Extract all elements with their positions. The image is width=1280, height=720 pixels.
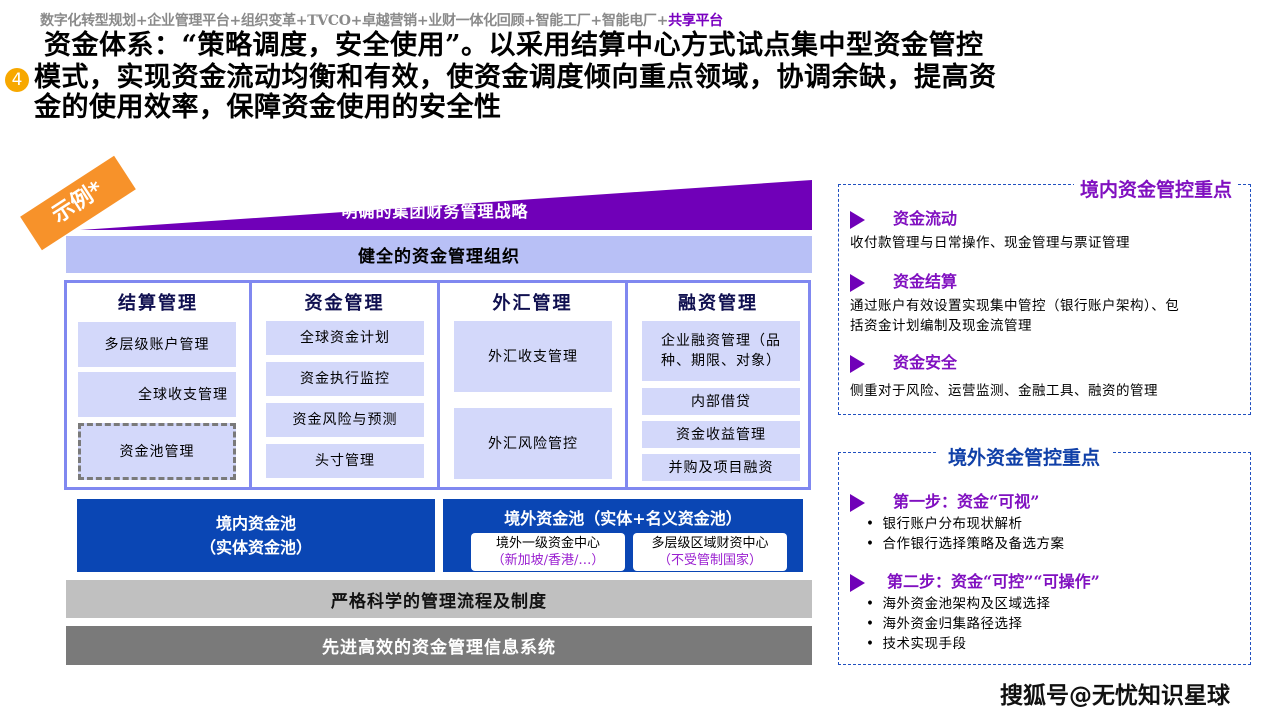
grid-item: 内部借贷: [642, 388, 800, 415]
title-line-1: 资金体系：“策略调度，安全使用”。以采用结算中心方式试点集中型资金管控: [44, 30, 984, 61]
grid-item: 企业融资管理（品种、期限、对象）: [642, 321, 800, 381]
center-name: 境外一级资金中心: [495, 536, 600, 551]
org-bar: 健全的资金管理组织: [66, 236, 812, 273]
step-heading: 第一步：资金“可视”: [850, 488, 1100, 512]
process-bar: 严格科学的管理流程及制度: [66, 580, 812, 618]
triangle-bullet-icon: [850, 210, 865, 229]
bullet-item: 银行账户分布现状解析: [866, 514, 1100, 534]
system-bar: 先进高效的资金管理信息系统: [66, 626, 812, 665]
triangle-bullet-icon: [850, 493, 865, 512]
grid-item: 全球收支管理: [78, 372, 236, 417]
column-title: 融资管理: [678, 293, 758, 314]
title-line-2: 模式，实现资金流动均衡和有效，使资金调度倾向重点领域，协调余缺，提高资: [34, 62, 997, 93]
grid-item-dashed: 资金池管理: [78, 423, 236, 480]
section-heading: 资金结算: [850, 268, 1179, 292]
overseas-center-2: 多层级区域财资中心 （不受管制国家）: [633, 533, 787, 571]
grid-item: 外汇风险管控: [454, 408, 612, 479]
column-settlement: 结算管理 多层级账户管理 全球收支管理 资金池管理: [67, 283, 252, 487]
bullet-item: 海外资金池架构及区域选择: [866, 594, 1100, 614]
breadcrumb: 数字化转型规划+企业管理平台+组织变革+TVCO+卓越营销+业财一体化回顾+智能…: [40, 10, 723, 30]
roof-label: 明确的集团财务管理战略: [341, 202, 529, 221]
grid-item: 多层级账户管理: [78, 322, 236, 367]
management-grid: 结算管理 多层级账户管理 全球收支管理 资金池管理 资金管理 全球资金计划 资金…: [64, 280, 811, 490]
bullet-item: 海外资金归集路径选择: [866, 614, 1100, 634]
column-title: 资金管理: [304, 293, 385, 314]
domestic-panel-title: 境内资金管控重点: [1074, 175, 1239, 202]
overseas-panel-title: 境外资金管控重点: [936, 443, 1113, 470]
center-name: 多层级区域财资中心: [651, 536, 769, 551]
step-heading: 第二步：资金“可控”“可操作”: [850, 568, 1100, 592]
overseas-steps: 第一步：资金“可视” 银行账户分布现状解析 合作银行选择策略及备选方案 第二步：…: [850, 488, 1100, 654]
section-heading: 资金流动: [850, 205, 1179, 229]
domestic-sections: 资金流动 收付款管理与日常操作、现金管理与票证管理 资金结算 通过账户有效设置实…: [850, 205, 1179, 399]
domestic-pool-subtitle: （实体资金池）: [199, 537, 312, 557]
grid-item: 外汇收支管理: [454, 321, 612, 392]
overseas-center-1: 境外一级资金中心 （新加坡/香港/…）: [471, 533, 625, 571]
overseas-pool-title: 境外资金池（实体+名义资金池）: [504, 509, 742, 528]
domestic-panel: [838, 184, 1251, 415]
title-line-3: 金的使用效率，保障资金使用的安全性: [34, 92, 502, 123]
grid-item: 头寸管理: [266, 444, 424, 478]
column-fx: 外汇管理 外汇收支管理 外汇风险管控: [440, 283, 628, 487]
triangle-bullet-icon: [850, 573, 865, 592]
triangle-bullet-icon: [850, 354, 865, 373]
section-text: 括资金计划编制及现金流管理: [850, 318, 1032, 334]
center-note: （不受管制国家）: [657, 553, 762, 568]
section-text: 通过账户有效设置实现集中管控（银行账户架构）、包: [850, 298, 1180, 314]
grid-item: 资金收益管理: [642, 421, 800, 448]
grid-item: 并购及项目融资: [642, 454, 800, 481]
bullet-item: 技术实现手段: [866, 634, 1100, 654]
bullet-item: 合作银行选择策略及备选方案: [866, 534, 1100, 554]
watermark: 搜狐号@无忧知识星球: [1000, 683, 1230, 709]
roof-triangle: [80, 180, 812, 230]
section-text: 收付款管理与日常操作、现金管理与票证管理: [850, 235, 1130, 251]
section-text: 侧重对于风险、运营监测、金融工具、融资的管理: [850, 383, 1158, 399]
grid-item: 资金风险与预测: [266, 403, 424, 437]
center-note: （新加坡/香港/…）: [491, 553, 605, 568]
domestic-pool: 境内资金池 （实体资金池）: [77, 499, 435, 572]
domestic-pool-title: 境内资金池: [215, 513, 296, 533]
breadcrumb-current: 共享平台: [668, 13, 723, 29]
column-financing: 融资管理 企业融资管理（品种、期限、对象） 内部借贷 资金收益管理 并购及项目融…: [628, 283, 808, 487]
column-title: 结算管理: [118, 293, 198, 314]
column-fund: 资金管理 全球资金计划 资金执行监控 资金风险与预测 头寸管理: [252, 283, 440, 487]
grid-item: 资金执行监控: [266, 362, 424, 396]
breadcrumb-text: 数字化转型规划+企业管理平台+组织变革+TVCO+卓越营销+业财一体化回顾+智能…: [40, 13, 669, 29]
column-title: 外汇管理: [492, 293, 573, 314]
triangle-bullet-icon: [850, 273, 865, 292]
overseas-pool: 境外资金池（实体+名义资金池） 境外一级资金中心 （新加坡/香港/…） 多层级区域…: [443, 499, 803, 572]
section-heading: 资金安全: [850, 349, 1179, 373]
grid-item: 全球资金计划: [266, 321, 424, 355]
section-number-badge: 4: [5, 68, 29, 92]
